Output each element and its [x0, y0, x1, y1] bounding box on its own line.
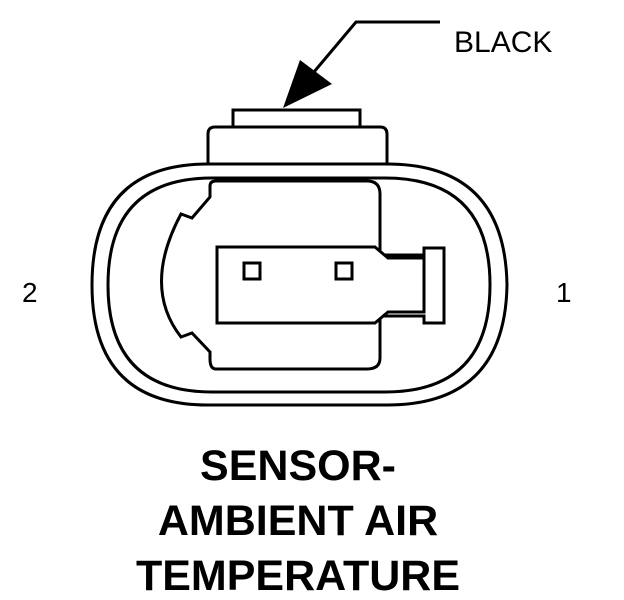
pin-2-contact [242, 261, 262, 281]
connector-latch-tab [206, 108, 389, 164]
title-line-2: AMBIENT AIR [158, 497, 438, 545]
callout-leader-line [301, 20, 440, 86]
terminal-blade [215, 245, 426, 325]
pin-number-2: 2 [22, 277, 38, 308]
wire-color-label: BLACK [454, 26, 552, 59]
pin-number-1: 1 [556, 277, 572, 308]
title-line-1: SENSOR- [200, 442, 396, 490]
pin-1-contact [334, 261, 354, 281]
callout-arrow-head [283, 60, 332, 108]
callout-arrow [283, 20, 440, 108]
connector-housing-inner [106, 176, 492, 394]
title-line-3: TEMPERATURE [136, 552, 460, 600]
